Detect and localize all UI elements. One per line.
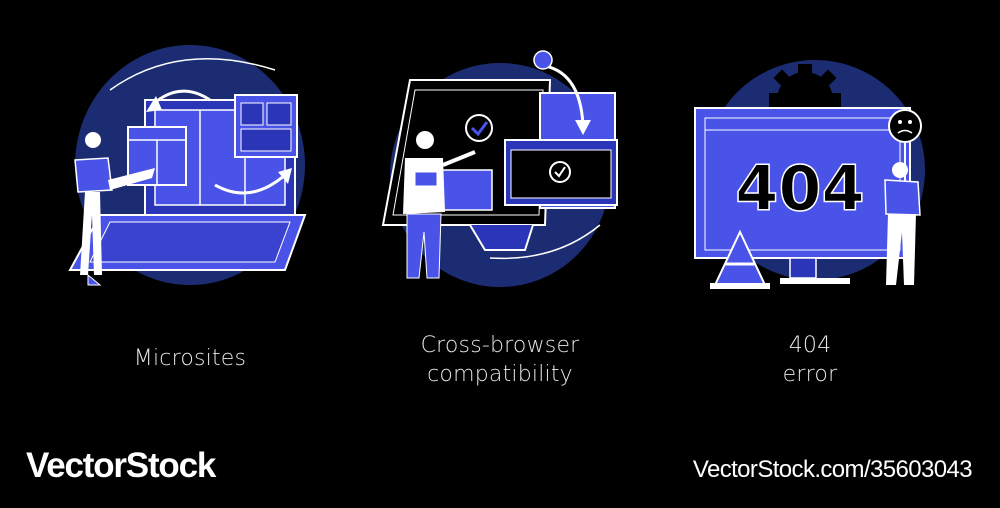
microsites-illustration <box>68 45 307 286</box>
vectorstock-url: VectorStock.com/35603043 <box>692 456 973 483</box>
watermark-bar <box>0 436 1000 508</box>
caption-404-error: 404 error <box>782 333 838 387</box>
404-error-illustration: 404 <box>694 60 925 289</box>
vectorstock-logo: VectorStock <box>26 446 216 485</box>
screen-404-text: 404 <box>735 152 864 225</box>
caption-microsites: Microsites <box>133 346 247 371</box>
caption-cross-browser: Cross-browser compatibility <box>420 333 580 387</box>
cross-browser-illustration <box>381 50 618 287</box>
